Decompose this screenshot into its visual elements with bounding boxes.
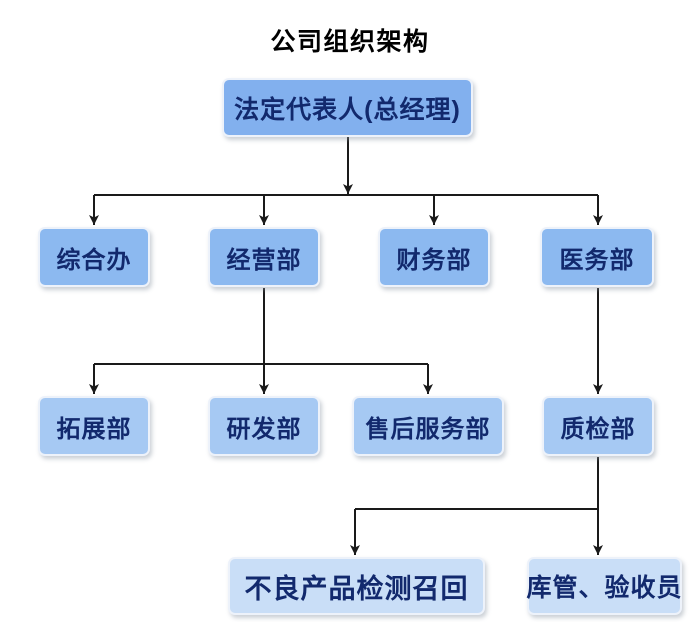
node-finance-dept: 财务部 [378, 227, 490, 287]
node-business-dept: 经营部 [208, 227, 320, 287]
node-legal-representative: 法定代表人(总经理) [222, 78, 473, 137]
edge-root-to-level2 [89, 137, 603, 225]
node-after-sales-dept: 售后服务部 [352, 396, 504, 456]
node-rd-dept: 研发部 [208, 396, 320, 456]
page-title: 公司组织架构 [270, 28, 430, 56]
edge-quality-to-level4 [350, 457, 603, 555]
edge-business-to-level3 [89, 288, 433, 394]
node-defective-product-recall: 不良产品检测召回 [228, 557, 485, 615]
node-medical-dept: 医务部 [540, 227, 654, 287]
node-warehouse-inspector: 库管、验收员 [527, 557, 682, 615]
node-quality-inspection-dept: 质检部 [542, 396, 654, 456]
node-general-office: 综合办 [38, 227, 150, 287]
node-expansion-dept: 拓展部 [38, 396, 150, 456]
